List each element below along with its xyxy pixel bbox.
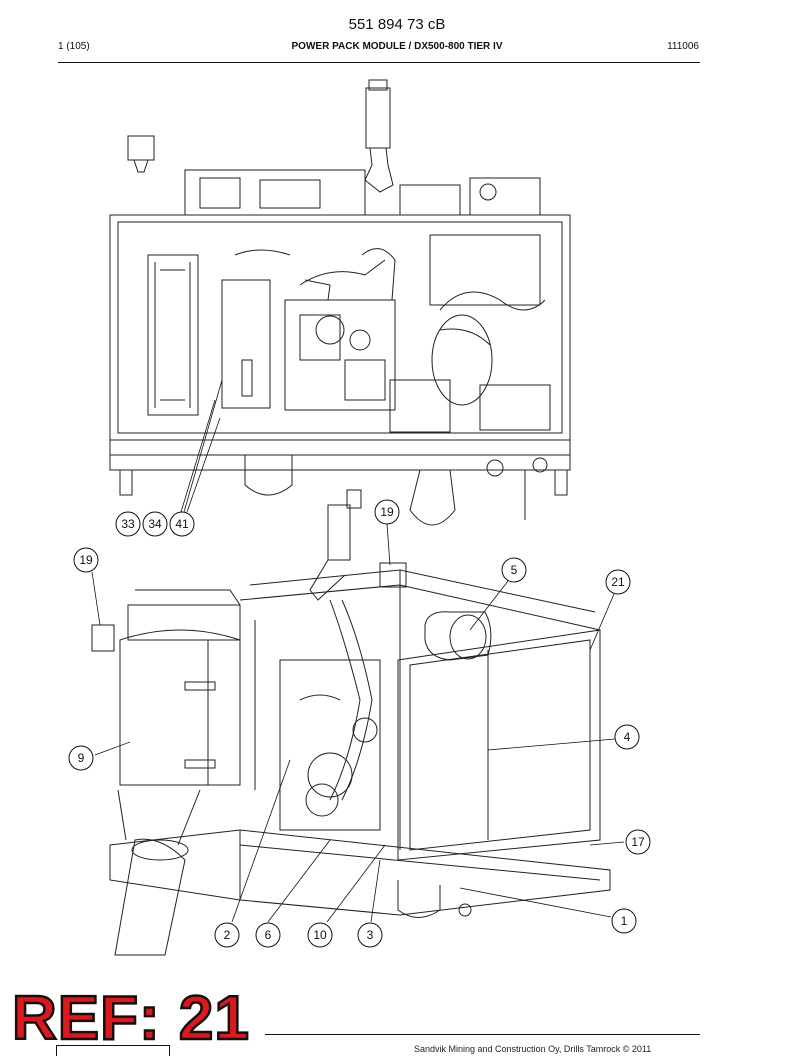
svg-text:21: 21 bbox=[611, 575, 625, 589]
footer-rule bbox=[265, 1034, 700, 1035]
callout-19-left: 19 bbox=[73, 547, 99, 573]
svg-text:5: 5 bbox=[511, 563, 518, 577]
svg-text:3: 3 bbox=[367, 928, 374, 942]
callout-4: 4 bbox=[614, 724, 640, 750]
top-view-drawing bbox=[109, 79, 571, 526]
svg-text:17: 17 bbox=[631, 835, 645, 849]
isometric-view-drawing bbox=[91, 489, 611, 956]
svg-text:4: 4 bbox=[624, 730, 631, 744]
document-code: 111006 bbox=[667, 41, 699, 52]
callout-33: 33 bbox=[115, 511, 141, 537]
svg-text:2: 2 bbox=[224, 928, 231, 942]
svg-text:1: 1 bbox=[621, 914, 628, 928]
callout-19-top: 19 bbox=[374, 499, 400, 525]
header-rule bbox=[58, 62, 700, 63]
ref-stamp: REF: 21 bbox=[11, 983, 250, 1055]
callout-2: 2 bbox=[214, 922, 240, 948]
logo bbox=[56, 1045, 170, 1056]
document-number: 551 894 73 cB bbox=[348, 16, 446, 33]
svg-text:19: 19 bbox=[380, 505, 394, 519]
footer-copyright: Sandvik Mining and Construction Oy, Dril… bbox=[414, 1044, 652, 1054]
svg-text:6: 6 bbox=[265, 928, 272, 942]
svg-text:34: 34 bbox=[148, 517, 162, 531]
callout-41: 41 bbox=[169, 511, 195, 537]
page-count: 1 (105) bbox=[58, 41, 90, 52]
callout-1: 1 bbox=[611, 908, 637, 934]
callout-17: 17 bbox=[625, 829, 651, 855]
callout-10: 10 bbox=[307, 922, 333, 948]
callout-5: 5 bbox=[501, 557, 527, 583]
callout-6: 6 bbox=[255, 922, 281, 948]
leader-lines bbox=[91, 379, 625, 923]
svg-text:41: 41 bbox=[175, 517, 189, 531]
callout-34: 34 bbox=[142, 511, 168, 537]
svg-text:9: 9 bbox=[78, 751, 85, 765]
callout-3: 3 bbox=[357, 922, 383, 948]
svg-text:19: 19 bbox=[79, 553, 93, 567]
callout-21: 21 bbox=[605, 569, 631, 595]
document-title: POWER PACK MODULE / DX500-800 TIER IV bbox=[291, 41, 503, 52]
svg-text:10: 10 bbox=[313, 928, 327, 942]
svg-text:33: 33 bbox=[121, 517, 135, 531]
callout-9: 9 bbox=[68, 745, 94, 771]
